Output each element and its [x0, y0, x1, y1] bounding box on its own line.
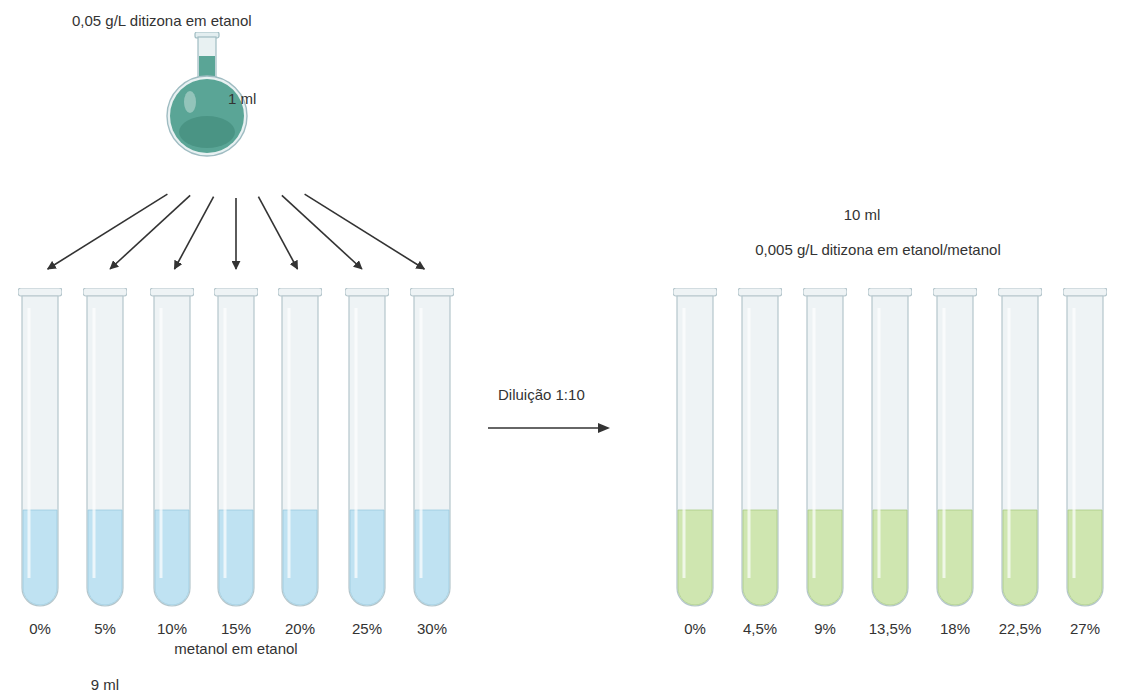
percentage-label: 9%	[795, 620, 855, 638]
tube-drawing	[345, 288, 389, 618]
percentage-label: 15%	[206, 620, 266, 638]
arrow-line	[488, 427, 600, 429]
tube-drawing	[278, 288, 322, 618]
tube-drawing	[150, 288, 194, 618]
tube-drawing	[868, 288, 912, 618]
percentage-label: 0%	[10, 620, 70, 638]
dispense-arrow	[110, 195, 190, 269]
percentage-label: 22,5%	[990, 620, 1050, 638]
percentage-label: 20%	[270, 620, 330, 638]
test-tube: 18%	[925, 270, 985, 642]
tube-drawing	[933, 288, 977, 618]
dispense-arrow	[258, 197, 297, 269]
volume-label: 10 ml	[844, 206, 881, 224]
test-tube: 9%	[795, 270, 855, 642]
axis-label: metanol em etanol	[174, 640, 297, 658]
percentage-label: 30%	[402, 620, 462, 638]
test-tube: 15%	[206, 270, 266, 642]
dispense-arrow	[282, 195, 362, 269]
test-tube: 5%	[75, 270, 135, 642]
volume-label: 9 ml	[91, 676, 119, 694]
percentage-label: 0%	[665, 620, 725, 638]
test-tube: 0%	[10, 270, 70, 642]
test-tube: 13,5%	[860, 270, 920, 642]
percentage-label: 4,5%	[730, 620, 790, 638]
tube-drawing	[18, 288, 62, 618]
percentage-label: 27%	[1055, 620, 1115, 638]
percentage-label: 18%	[925, 620, 985, 638]
solution-label: 0,005 g/L ditizona em etanol/metanol	[755, 241, 1000, 259]
tube-drawing	[1063, 288, 1107, 618]
test-tube: 27%	[1055, 270, 1115, 642]
tube-drawing	[998, 288, 1042, 618]
tube-drawing	[738, 288, 782, 618]
tube-drawing	[410, 288, 454, 618]
dispense-arrow	[305, 194, 425, 269]
percentage-label: 13,5%	[860, 620, 920, 638]
volume-label: 1 ml	[228, 90, 350, 108]
percentage-label: 25%	[337, 620, 397, 638]
test-tube: 25%	[337, 270, 397, 642]
tube-drawing	[673, 288, 717, 618]
test-tube: 10%	[142, 270, 202, 642]
solution-label: 0,05 g/L ditizona em etanol	[72, 12, 350, 30]
test-tube: 4,5%	[730, 270, 790, 642]
dispense-arrow	[174, 197, 213, 269]
test-tube: 0%	[665, 270, 725, 642]
percentage-label: 10%	[142, 620, 202, 638]
test-tube: 30%	[402, 270, 462, 642]
tube-drawing	[214, 288, 258, 618]
percentage-label: 5%	[75, 620, 135, 638]
dispense-arrow	[235, 198, 237, 269]
test-tube: 22,5%	[990, 270, 1050, 642]
arrow-head	[598, 423, 610, 433]
tube-drawing	[83, 288, 127, 618]
step-label: Diluição 1:10	[498, 386, 585, 404]
dispense-arrow	[48, 194, 168, 269]
flask: 0,05 g/L ditizona em etanol 1 ml	[60, 8, 350, 198]
tube-drawing	[803, 288, 847, 618]
test-tube: 20%	[270, 270, 330, 642]
